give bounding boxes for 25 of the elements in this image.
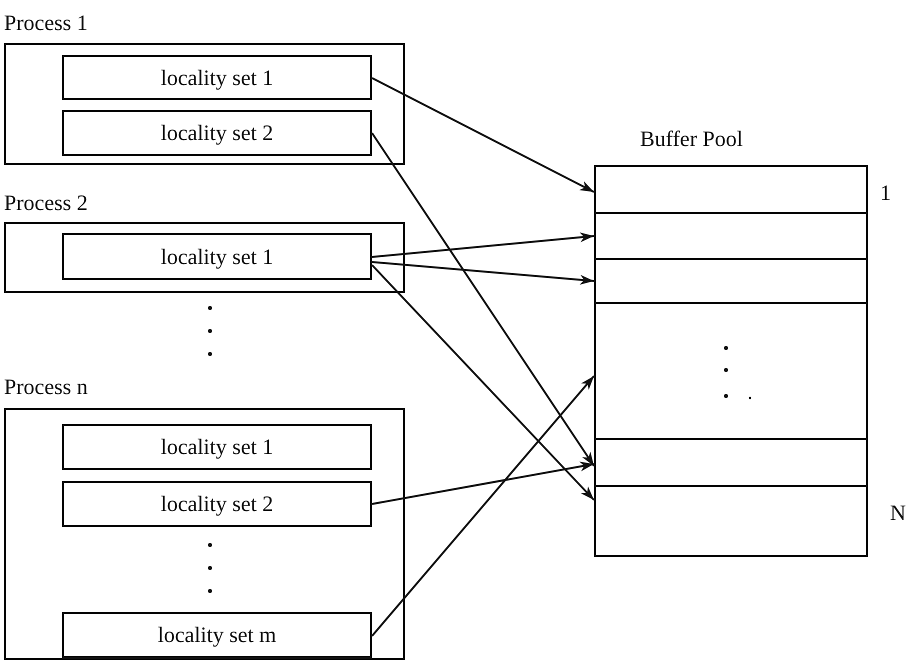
buffer-slot — [594, 440, 868, 487]
arrow — [371, 375, 595, 637]
locality-set-box: locality set 1 — [62, 233, 372, 280]
slot-number: N — [890, 500, 906, 526]
group-heading: Process n — [4, 374, 88, 400]
arrow — [372, 232, 594, 258]
buffer-slot — [594, 487, 868, 557]
slot-number: 1 — [880, 180, 891, 206]
group-heading: Process 1 — [4, 10, 88, 36]
locality-set-box: locality set m — [62, 612, 372, 658]
group-heading: Buffer Pool — [640, 126, 743, 152]
locality-set-box: locality set 1 — [62, 55, 372, 100]
locality-set-box: locality set 2 — [62, 481, 372, 527]
arrow — [372, 77, 594, 193]
buffer-slot — [594, 304, 868, 440]
buffer-slot — [594, 260, 868, 304]
arrow — [372, 462, 594, 505]
locality-set-box: locality set 2 — [62, 110, 372, 156]
arrow — [371, 132, 595, 467]
buffer-slot — [594, 165, 868, 214]
group-heading: Process 2 — [4, 190, 88, 216]
locality-set-box: locality set 1 — [62, 424, 372, 470]
arrow — [372, 261, 594, 285]
arrow — [371, 264, 595, 501]
buffer-slot — [594, 214, 868, 260]
